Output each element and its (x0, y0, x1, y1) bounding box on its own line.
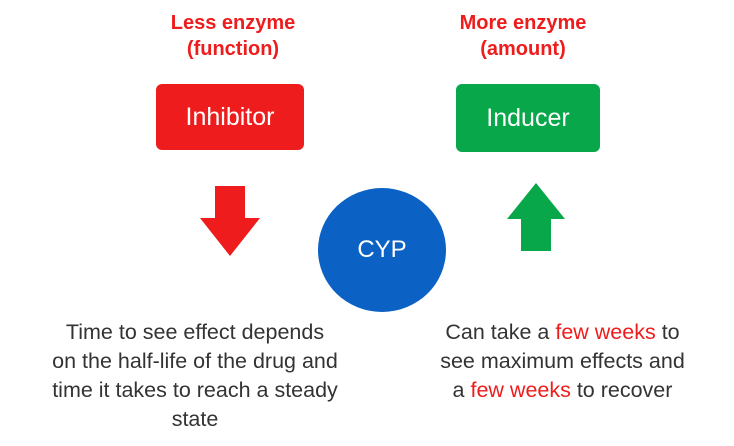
inducer-description-line3-post: to recover (570, 378, 673, 402)
inducer-label: Inducer (486, 103, 570, 132)
inhibitor-description-line3: time it takes to reach a steady (52, 378, 338, 402)
inducer-description-line2: see maximum effects and (440, 349, 685, 373)
few-weeks-highlight-1: few weeks (555, 320, 656, 344)
inhibitor-heading: Less enzyme (function) (143, 10, 323, 62)
inhibitor-label: Inhibitor (185, 102, 275, 131)
inducer-description-line1: Can take a few weeks to (395, 318, 730, 347)
few-weeks-highlight-2: few weeks (470, 378, 571, 402)
inhibitor-description-line1: Time to see effect depends (65, 320, 325, 344)
cyp-circle: CYP (318, 188, 446, 312)
inhibitor-description: Time to see effect depends on the half-l… (10, 318, 380, 434)
inhibitor-box: Inhibitor (156, 84, 304, 150)
inducer-box: Inducer (456, 84, 600, 152)
inducer-description-line3: a few weeks to recover (395, 376, 730, 405)
inducer-description-line1-post: to (655, 320, 680, 344)
inhibitor-heading-line1: Less enzyme (170, 12, 296, 34)
cyp-label: CYP (357, 236, 407, 263)
down-arrow-icon (200, 186, 260, 256)
inducer-heading: More enzyme (amount) (428, 10, 618, 62)
inducer-heading-line2: (amount) (480, 38, 566, 60)
inducer-description: Can take a few weeks to see maximum effe… (395, 318, 730, 405)
inhibitor-description-line2: on the half-life of the drug and (52, 349, 338, 373)
up-arrow-icon (507, 183, 565, 251)
inducer-description-line3-pre: a (452, 378, 471, 402)
inducer-description-line1-pre: Can take a (445, 320, 556, 344)
inhibitor-heading-line2: (function) (186, 38, 280, 60)
inducer-heading-line1: More enzyme (459, 12, 587, 34)
inhibitor-description-line4: state (171, 407, 219, 431)
